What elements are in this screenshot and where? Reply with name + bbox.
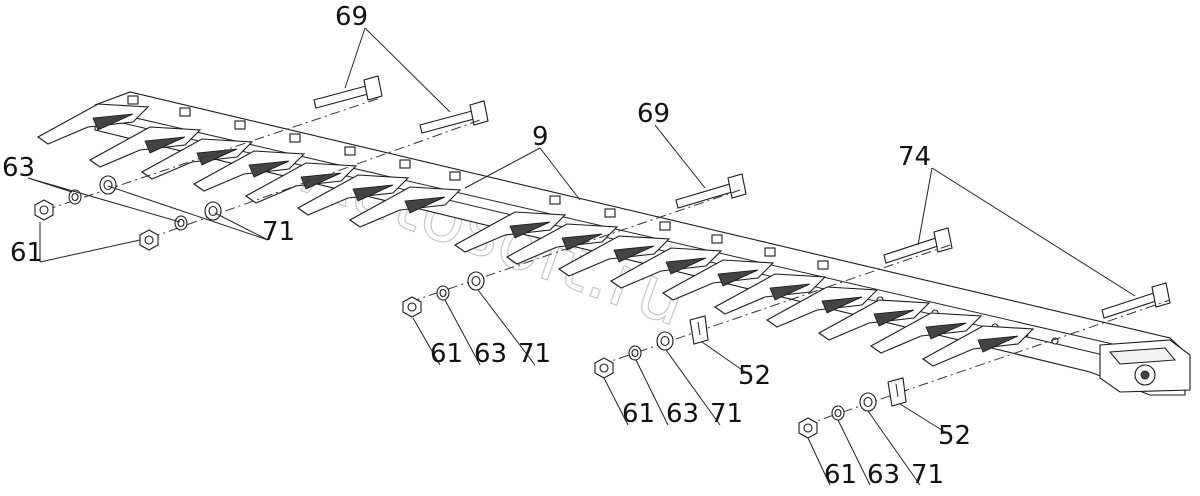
callout-71: 71: [262, 217, 295, 247]
nut-61: [798, 417, 818, 439]
callout-52: 52: [738, 361, 771, 391]
washer-71: [99, 175, 117, 195]
fastener-stack-1: [34, 175, 117, 221]
guard-finger: [296, 174, 410, 216]
bolt-74-a: [883, 227, 953, 264]
fastener-stack-3: [402, 271, 485, 318]
bolt-74-b: [1101, 282, 1171, 319]
shim-52: [689, 315, 709, 345]
washer-71: [656, 331, 674, 351]
callout-61: 61: [10, 238, 43, 268]
leader-lines: [27, 27, 1136, 486]
guard-finger: [192, 150, 306, 192]
nut-61: [402, 296, 422, 318]
fastener-stack-4: [594, 315, 709, 379]
washer-63: [831, 405, 845, 421]
guard-finger: [869, 312, 983, 354]
guard-finger: [817, 299, 931, 341]
callout-71: 71: [710, 399, 743, 429]
callout-61: 61: [824, 460, 857, 490]
guard-finger: [348, 186, 462, 228]
callout-63: 63: [474, 339, 507, 369]
fastener-stack-2: [139, 201, 222, 251]
fastener-stack-5: [798, 377, 907, 439]
guard-finger: [713, 273, 827, 315]
washer-63: [68, 189, 82, 205]
shim-52: [887, 377, 907, 407]
guard-finger: [661, 259, 775, 301]
callout-63: 63: [2, 153, 35, 183]
callout-69: 69: [637, 99, 670, 129]
guard-finger: [88, 126, 202, 168]
guard-finger: [36, 103, 150, 145]
callout-61: 61: [430, 339, 463, 369]
guard-finger: [609, 247, 723, 289]
callout-63: 63: [867, 460, 900, 490]
guard-fingers: [36, 103, 1035, 367]
callout-69: 69: [335, 2, 368, 32]
bolt-69-a: [313, 75, 383, 109]
washer-63: [628, 345, 642, 361]
guard-finger: [921, 325, 1035, 367]
callout-71: 71: [518, 339, 551, 369]
callout-labels: 69 69 9 74 63 61 71 61 63 71 52 61 63 71…: [2, 2, 971, 490]
bolt-69-b: [419, 100, 489, 134]
callout-74: 74: [898, 142, 931, 172]
callout-61: 61: [622, 399, 655, 429]
callout-63: 63: [666, 399, 699, 429]
guard-finger: [765, 286, 879, 328]
washer-71: [467, 271, 485, 291]
guard-finger: [453, 211, 567, 253]
callout-71: 71: [911, 460, 944, 490]
beam-bolt-heads: [127, 95, 829, 270]
callout-9: 9: [532, 122, 549, 152]
guard-finger: [557, 235, 671, 277]
washer-63: [436, 285, 450, 301]
nut-61: [34, 199, 54, 221]
washer-71: [204, 201, 222, 221]
knife-head-end-block: [1099, 339, 1191, 393]
washer-63: [174, 215, 188, 231]
guard-finger: [244, 162, 358, 204]
nut-61: [139, 229, 159, 251]
nut-61: [594, 357, 614, 379]
callout-52: 52: [938, 421, 971, 451]
washer-71: [859, 392, 877, 412]
bolt-69-c: [675, 173, 747, 209]
guard-finger: [505, 223, 619, 265]
guard-finger: [140, 138, 254, 180]
